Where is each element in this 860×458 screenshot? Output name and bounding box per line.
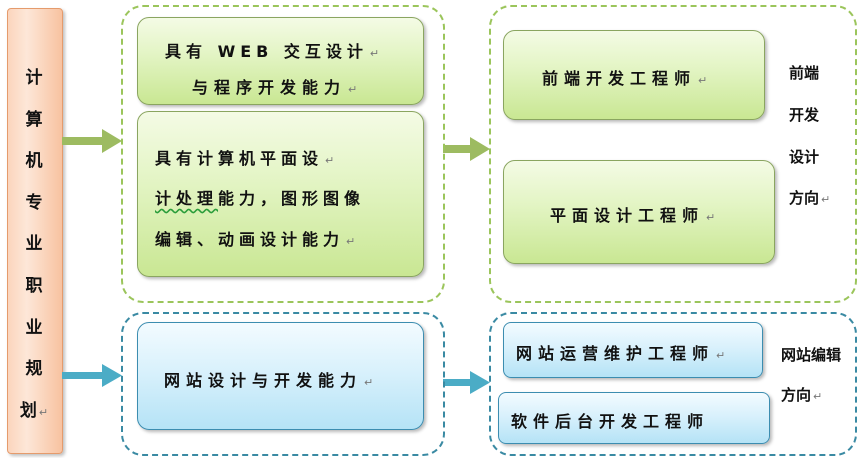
arrow-green-2 — [443, 137, 490, 161]
website-skill-box: 网站设计与开发能力↵ — [137, 322, 424, 430]
jobs-group-upper — [489, 5, 857, 303]
jobs-group-lower — [489, 312, 857, 456]
frontend-engineer-box: 前端开发工程师↵ — [503, 30, 765, 120]
skills-group-lower — [121, 312, 445, 456]
backend-engineer-label: 软件后台开发工程师 — [511, 412, 710, 431]
website-ops-engineer-label: 网站运营维护工程师↵ — [516, 344, 732, 363]
graphic-skill-box: 具有计算机平面设↵ 计处理能力，图形图像 编辑、动画设计能力↵ — [137, 111, 424, 277]
graphic-skill-line1: 具有计算机平面设↵ — [155, 149, 340, 168]
website-ops-engineer-box: 网站运营维护工程师↵ — [503, 322, 763, 378]
frontend-direction-label-2: 开发 — [789, 106, 820, 124]
backend-engineer-box: 软件后台开发工程师 — [498, 392, 770, 444]
frontend-direction-label-4: 方向↵ — [789, 189, 831, 207]
career-plan-title: 计 算 机 专 业 职 业 规 划↵ — [19, 68, 49, 421]
graphic-engineer-label: 平面设计工程师↵ — [550, 206, 722, 225]
arrow-blue-1 — [62, 364, 122, 387]
career-plan-bar — [7, 8, 63, 454]
web-editor-direction-label-1: 网站编辑 — [781, 346, 842, 364]
website-skill-label: 网站设计与开发能力↵ — [164, 371, 380, 390]
graphic-skill-line3: 编辑、动画设计能力↵ — [155, 230, 361, 249]
arrow-blue-2 — [443, 371, 490, 394]
web-editor-direction-label-2: 方向↵ — [781, 386, 823, 404]
frontend-direction-label-1: 前端 — [789, 64, 820, 82]
frontend-direction-label-3: 设计 — [789, 148, 820, 166]
graphic-engineer-box: 平面设计工程师↵ — [503, 160, 775, 264]
graphic-skill-line2: 计处理能力，图形图像 — [155, 189, 366, 208]
web-skill-line2: 与程序开发能力↵ — [192, 78, 364, 97]
web-skill-box: 具有 WEB 交互设计↵ 与程序开发能力↵ — [137, 17, 424, 105]
arrow-green-1 — [62, 129, 122, 153]
skills-group-upper — [121, 5, 445, 303]
web-skill-line1: 具有 WEB 交互设计↵ — [165, 42, 385, 61]
frontend-engineer-label: 前端开发工程师↵ — [542, 69, 714, 88]
